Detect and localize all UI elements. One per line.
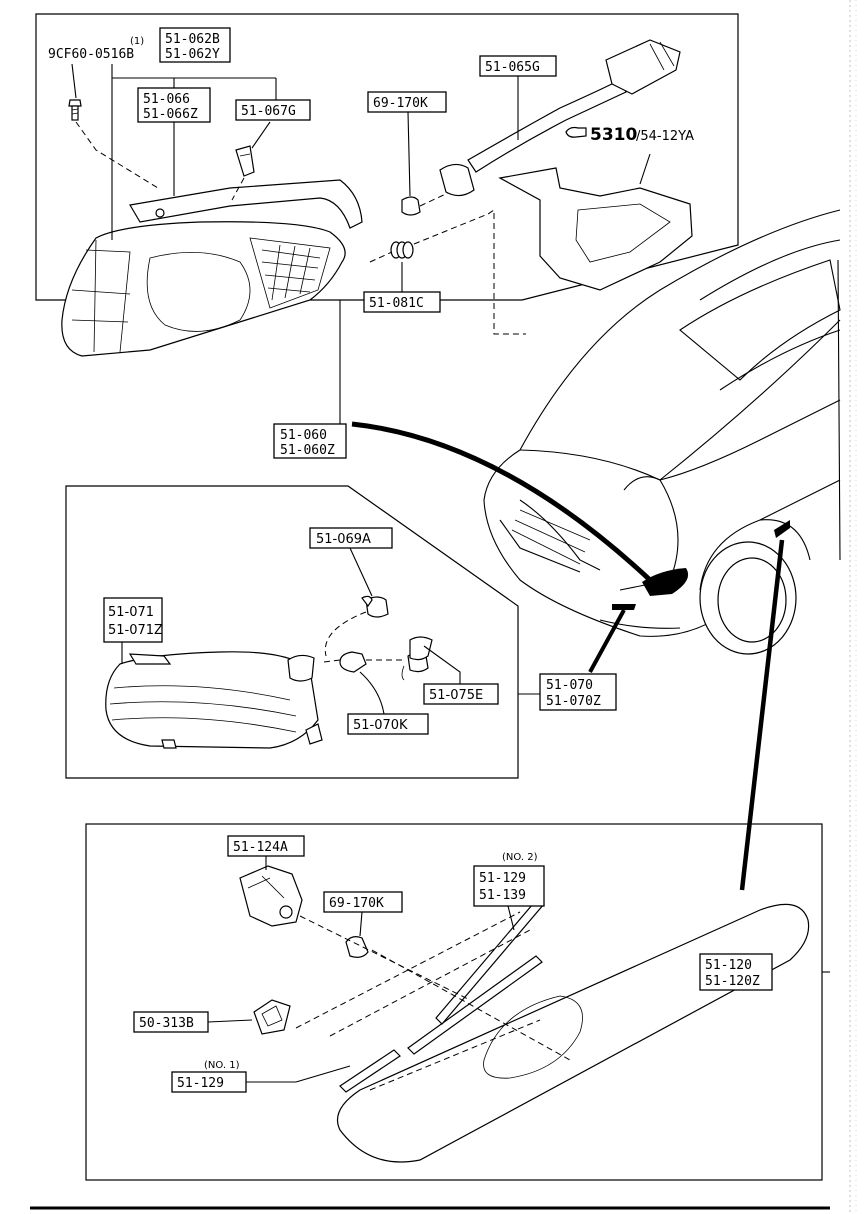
- label-side-gasket: 50-313B: [133, 1011, 209, 1033]
- svg-text:51-062Y: 51-062Y: [165, 47, 220, 62]
- svg-text:51-075E: 51-075E: [429, 688, 483, 703]
- svg-text:51-124A: 51-124A: [233, 840, 288, 855]
- middle-panel-frame: [65, 485, 519, 779]
- svg-text:51-070K: 51-070K: [353, 718, 408, 733]
- svg-text:51-129: 51-129: [177, 1076, 224, 1091]
- svg-text:/54-12YA: /54-12YA: [636, 129, 694, 144]
- edge-border: [849, 0, 857, 1214]
- fog-socket-upper-part: [361, 595, 389, 618]
- leader-side: [739, 539, 785, 891]
- corner-lamp-part: [61, 179, 363, 357]
- label-bolt: 9CF60-0516B: [48, 47, 134, 62]
- svg-text:51-067G: 51-067G: [241, 104, 296, 119]
- fog-socket-lower-part: [401, 636, 433, 681]
- svg-text:51-129: 51-129: [479, 871, 526, 886]
- label-side-socket: 51-124A: [227, 835, 305, 857]
- label-side-assy: 51-120 51-120Z: [699, 953, 773, 991]
- svg-text:51-066: 51-066: [143, 92, 190, 107]
- svg-text:51-071: 51-071: [108, 605, 154, 620]
- label-bulb-upper: 69-170K: [367, 91, 447, 113]
- clip-part: [235, 145, 255, 177]
- bottom-panel-frame: [85, 823, 823, 1181]
- label-spring: 51-081C: [363, 291, 441, 313]
- label-qty-no1: (NO. 1): [204, 1060, 240, 1071]
- label-qty-no2: (NO. 2): [502, 852, 538, 863]
- svg-text:50-313B: 50-313B: [139, 1016, 194, 1031]
- svg-text:5310: 5310: [590, 125, 637, 145]
- svg-text:51-060: 51-060: [280, 428, 327, 443]
- label-corner-lamp: 51-062B 51-062Y: [159, 27, 231, 63]
- pointing-hand-icon: [565, 126, 587, 138]
- label-ref: 5310 /54-12YA: [590, 125, 694, 145]
- svg-text:51-071Z: 51-071Z: [108, 623, 163, 638]
- label-strip-no2: 51-129 51-139: [473, 865, 545, 907]
- svg-text:51-066Z: 51-066Z: [143, 107, 198, 122]
- svg-text:51-065G: 51-065G: [485, 60, 540, 75]
- socket-harness-part: [439, 39, 681, 197]
- svg-text:51-069A: 51-069A: [316, 532, 371, 547]
- side-bulb-part: [345, 936, 369, 958]
- label-fog-bulb: 51-070K: [347, 713, 429, 735]
- label-fog-socket-b: 51-075E: [423, 683, 499, 705]
- svg-text:51-060Z: 51-060Z: [280, 443, 335, 458]
- label-socket-harness: 51-065G: [479, 55, 557, 77]
- label-clip: 51-067G: [235, 99, 311, 121]
- svg-text:51-139: 51-139: [479, 888, 526, 903]
- svg-text:51-062B: 51-062B: [165, 32, 220, 47]
- spring-part: [390, 241, 414, 259]
- label-front-combo: 51-060 51-060Z: [273, 423, 347, 459]
- leader-front-combo: [351, 421, 652, 582]
- side-socket-part: [239, 865, 303, 927]
- label-gasket: 51-066 51-066Z: [137, 87, 211, 123]
- label-side-bulb: 69-170K: [323, 891, 403, 913]
- svg-text:51-081C: 51-081C: [369, 296, 424, 311]
- svg-text:51-120: 51-120: [705, 958, 752, 973]
- bolt-part: [68, 99, 82, 121]
- leader-fog: [588, 609, 626, 673]
- wedge-bulb-part: [401, 196, 421, 216]
- label-fog-socket: 51-069A: [309, 527, 393, 549]
- label-fog-unit: 51-071 51-071Z: [103, 597, 163, 643]
- bracket-part: [498, 167, 693, 291]
- side-marker-lens-part: [336, 903, 810, 1163]
- label-strip-no1: 51-129: [171, 1071, 247, 1093]
- strip-no2-part: [407, 897, 545, 1055]
- label-fog-assy: 51-070 51-070Z: [539, 673, 617, 711]
- car-illustration: [483, 209, 841, 655]
- svg-text:69-170K: 69-170K: [329, 896, 384, 911]
- side-gasket-part: [253, 999, 291, 1035]
- fog-lamp-part: [105, 651, 323, 749]
- fog-bulb-part: [339, 651, 367, 673]
- svg-text:51-120Z: 51-120Z: [705, 974, 760, 989]
- strip-no1-part: [339, 1049, 401, 1093]
- svg-text:51-070: 51-070: [546, 678, 593, 693]
- svg-text:51-070Z: 51-070Z: [546, 694, 601, 709]
- svg-text:69-170K: 69-170K: [373, 96, 428, 111]
- label-bolt-qty: (1): [130, 36, 144, 47]
